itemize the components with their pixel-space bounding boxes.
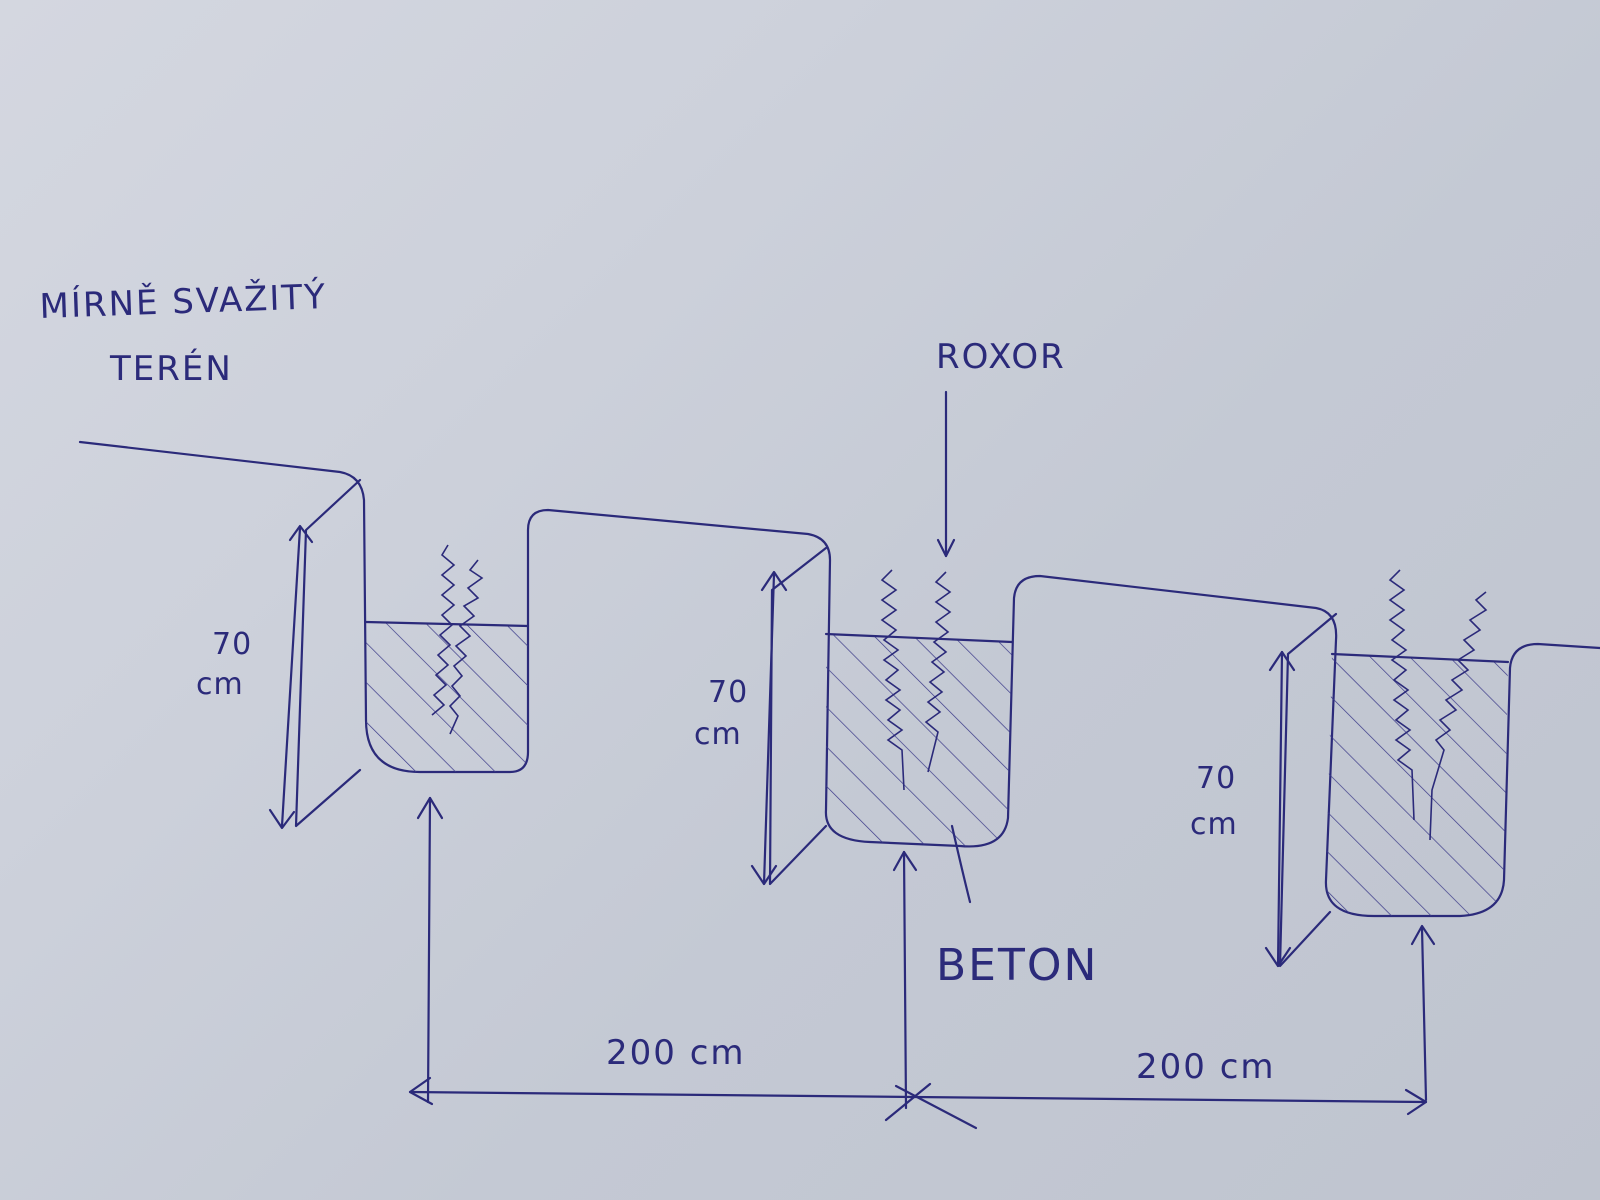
rebar-group-2 xyxy=(880,569,952,791)
rebar-label: ROXOR xyxy=(936,337,1066,377)
slope-edge-1 xyxy=(294,478,362,828)
depth-value-3: 70 xyxy=(1196,761,1236,796)
rebar-group-1 xyxy=(431,544,484,735)
reference-arrow-3 xyxy=(1410,924,1436,1102)
rebar-group-3 xyxy=(1388,569,1488,841)
concrete-label: BETON xyxy=(936,940,1098,991)
slope-edge-3 xyxy=(1278,612,1338,968)
depth-unit-2: cm xyxy=(694,717,742,752)
rebar-leader-arrow xyxy=(936,390,956,558)
terrain-label-line2: TERÉN xyxy=(109,348,233,389)
depth-arrow-1 xyxy=(268,524,314,830)
slope-edge-2 xyxy=(768,546,828,886)
concrete-footing-3 xyxy=(1325,652,1510,916)
depth-arrow-3 xyxy=(1264,650,1296,968)
depth-value-2: 70 xyxy=(708,675,748,710)
concrete-footing-2 xyxy=(824,632,1014,847)
depth-arrow-2 xyxy=(750,570,788,886)
depth-unit-3: cm xyxy=(1190,807,1238,842)
reference-arrow-2 xyxy=(892,850,918,1110)
spacing-label-2: 200 cm xyxy=(1136,1047,1276,1087)
concrete-leader-line xyxy=(950,824,972,904)
terrain-label-line1: MÍRNĚ SVAŽITÝ xyxy=(39,276,328,327)
spacing-dimension-line xyxy=(408,1076,1428,1130)
concrete-footing-1 xyxy=(364,620,530,772)
reference-arrow-1 xyxy=(416,796,444,1104)
depth-value-1: 70 xyxy=(212,627,252,662)
spacing-label-1: 200 cm xyxy=(606,1033,746,1073)
depth-unit-1: cm xyxy=(196,667,244,702)
